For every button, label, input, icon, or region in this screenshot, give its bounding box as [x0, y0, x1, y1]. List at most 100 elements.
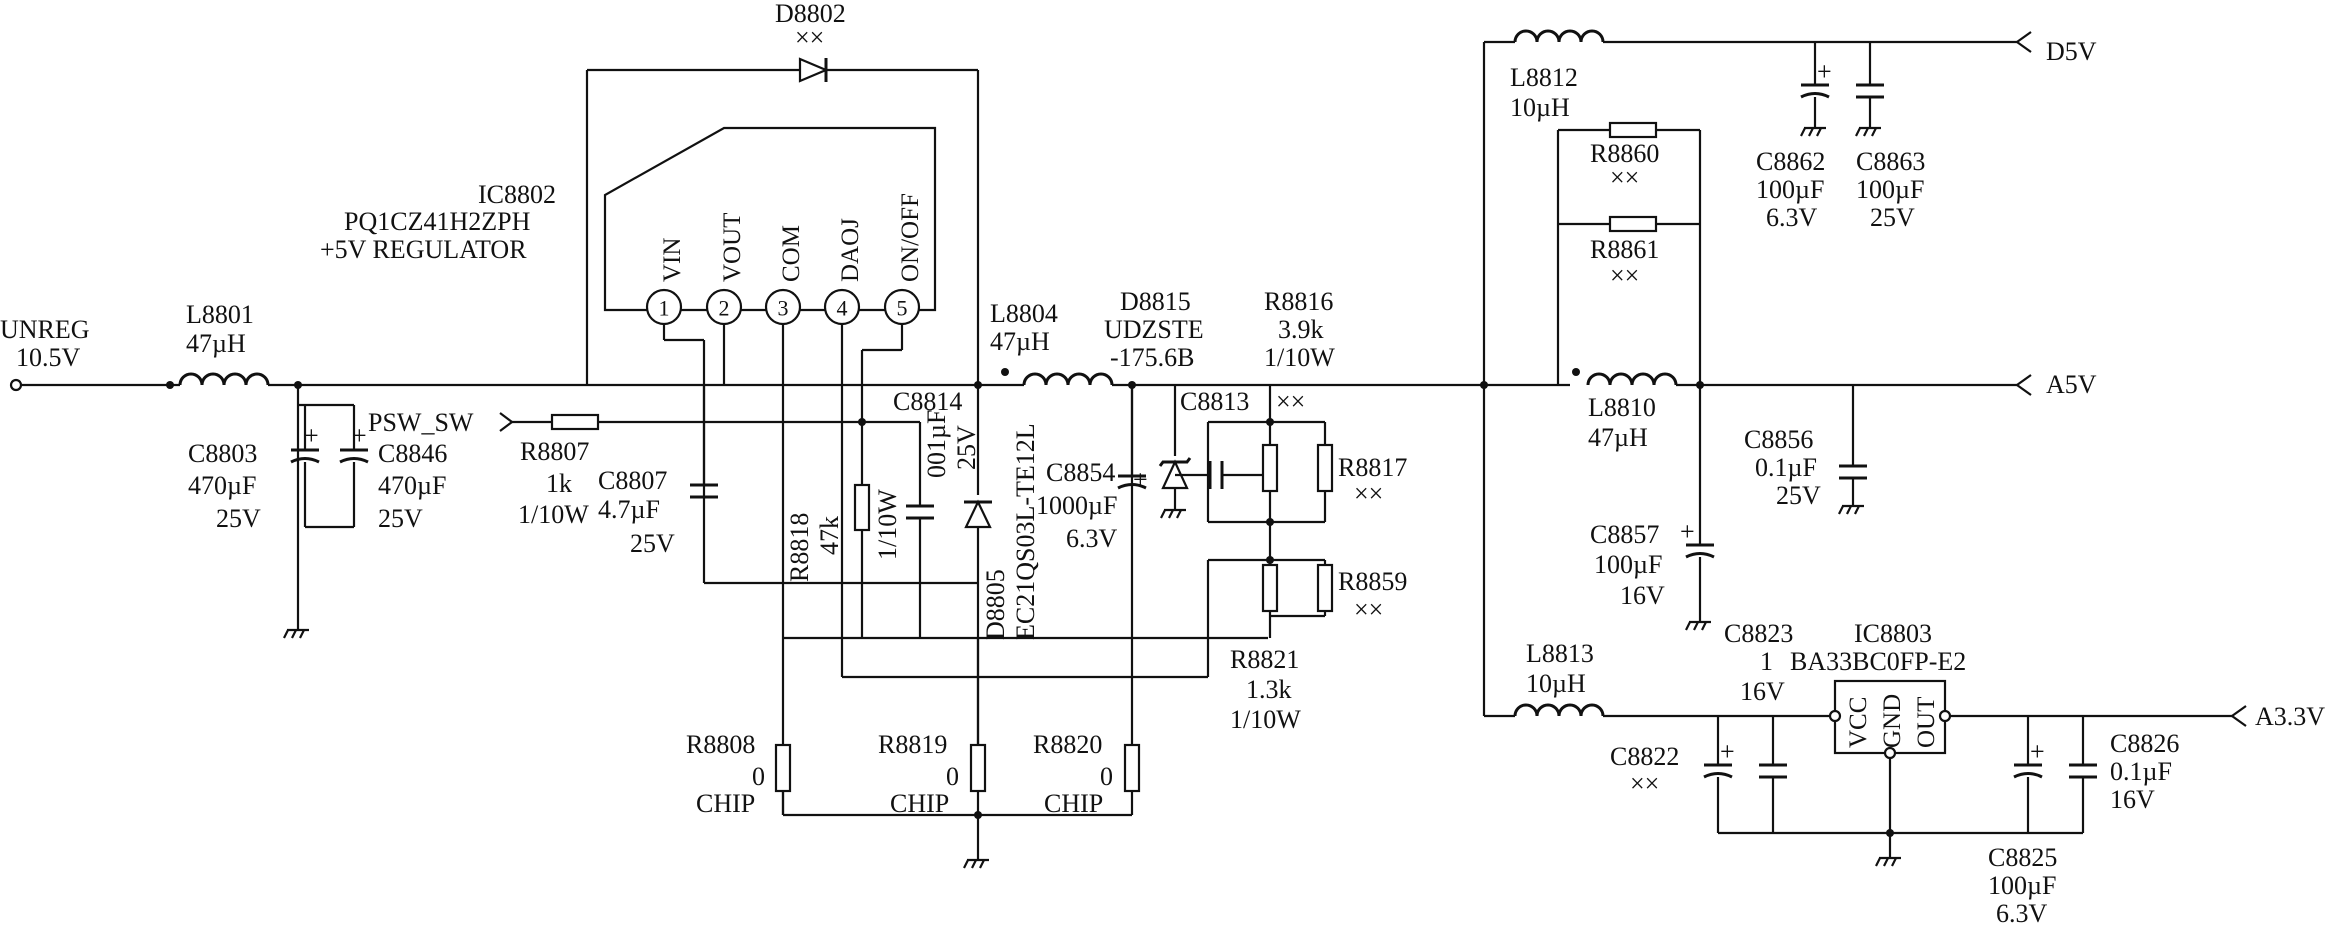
diode-D8802 — [798, 57, 829, 83]
L8810-value: 47µH — [1588, 423, 1648, 452]
svg-text:+: + — [352, 421, 367, 450]
R8818-value: 47k — [815, 516, 844, 555]
R8820-value: 0 — [1100, 762, 1113, 791]
svg-text:+: + — [1680, 517, 1695, 546]
R8859-ref: R8859 — [1338, 567, 1407, 596]
ground-icon — [1874, 846, 1903, 868]
R8817-value: ×× — [1354, 479, 1383, 508]
C8863-ref: C8863 — [1856, 147, 1925, 176]
a5v-filter: + — [1556, 121, 2032, 632]
R8860-ref: R8860 — [1590, 139, 1659, 168]
C8846-ref: C8846 — [378, 439, 447, 468]
unreg-terminal — [9, 378, 23, 392]
C8803-ref: C8803 — [188, 439, 257, 468]
pin-label-vin: VIN — [659, 238, 686, 282]
R8807-value: 1k — [546, 469, 572, 498]
D8815-part: UDZSTE — [1104, 315, 1204, 344]
svg-text:2: 2 — [719, 296, 730, 321]
diode-D8802-loop — [585, 57, 980, 385]
resistor-R8860 — [1608, 121, 1658, 139]
a5v-label: A5V — [2046, 370, 2097, 399]
unreg-voltage: 10.5V — [16, 343, 81, 372]
psw-sw-branch — [499, 412, 866, 432]
R8817-ref: R8817 — [1338, 453, 1407, 482]
pin-label-daoj: DAOJ — [837, 218, 864, 282]
C8846-value: 470µF — [378, 471, 446, 500]
IC8802-description: +5V REGULATOR — [320, 235, 527, 264]
C8825-value: 100µF — [1988, 871, 2056, 900]
C8807-value: 4.7µF — [598, 495, 660, 524]
C8854-ref: C8854 — [1046, 458, 1115, 487]
ic8802-package — [603, 126, 937, 312]
a5v-connector — [2015, 374, 2032, 396]
R8808-ref: R8808 — [686, 730, 755, 759]
C8856-ref: C8856 — [1744, 425, 1813, 454]
C8856-value: 0.1µF — [1755, 453, 1817, 482]
D8802-ref: D8802 — [775, 0, 846, 28]
L8801-ref: L8801 — [186, 300, 254, 329]
C8862-ref: C8862 — [1756, 147, 1825, 176]
R8821-watt: 1/10W — [1230, 705, 1301, 734]
R8821-ref: R8821 — [1230, 645, 1299, 674]
C8862-value: 100µF — [1756, 175, 1824, 204]
L8804-value: 47µH — [990, 327, 1050, 356]
pin-label-onoff: ON/OFF — [897, 193, 924, 282]
IC8803-ref: IC8803 — [1854, 619, 1932, 648]
C8863-voltage: 25V — [1870, 203, 1915, 232]
inductor-L8813 — [1513, 703, 1605, 717]
ic8802-pin-wiring — [662, 324, 1268, 815]
R8808-type: CHIP — [696, 789, 755, 818]
C8863-value: 100µF — [1856, 175, 1924, 204]
R8819-value: 0 — [946, 762, 959, 791]
main-rail — [975, 368, 1484, 389]
d5v-label: D5V — [2046, 37, 2097, 66]
resistor-R8819 — [969, 743, 987, 793]
IC8803-part: BA33BC0FP-E2 — [1790, 647, 1966, 676]
capacitor-C8814 — [862, 420, 934, 638]
a33v-section: + + VCC GND OUT — [1484, 679, 2247, 868]
R8808-value: 0 — [752, 762, 765, 791]
C8807-voltage: 25V — [630, 529, 675, 558]
a33v-connector — [2230, 705, 2247, 727]
R8821-value: 1.3k — [1246, 675, 1292, 704]
C8857-ref: C8857 — [1590, 520, 1659, 549]
C8814-value: 001µF — [922, 410, 951, 478]
C8826-value: 0.1µF — [2110, 757, 2172, 786]
C8814-voltage: 25V — [952, 425, 981, 470]
svg-text:+: + — [1817, 57, 1832, 86]
feedback-network — [1206, 385, 1334, 638]
R8860-value: ×× — [1610, 163, 1639, 192]
R8818-ref: R8818 — [785, 513, 814, 582]
L8812-ref: L8812 — [1510, 63, 1578, 92]
C8803-voltage: 25V — [216, 504, 261, 533]
capacitor-C8807 — [690, 385, 718, 499]
R8807-ref: R8807 — [520, 437, 589, 466]
pin-label-vcc: VCC — [1845, 697, 1872, 748]
resistor-R8808 — [774, 743, 792, 793]
C8807-ref: C8807 — [598, 466, 667, 495]
L8813-ref: L8813 — [1526, 639, 1594, 668]
R8819-type: CHIP — [890, 789, 949, 818]
inductor-L8810 — [1586, 372, 1678, 386]
C8862-voltage: 6.3V — [1766, 203, 1818, 232]
R8861-value: ×× — [1610, 261, 1639, 290]
svg-text:5: 5 — [897, 296, 908, 321]
C8822-value: ×× — [1630, 769, 1659, 798]
ground-icon — [1799, 116, 1828, 138]
resistor-R8821 — [1261, 563, 1279, 613]
D8805-ref: D8805 — [981, 569, 1010, 640]
capacitor-C8854: + — [1117, 385, 1148, 494]
ground-icon — [1854, 116, 1883, 138]
C8857-value: 100µF — [1594, 550, 1662, 579]
L8804-ref: L8804 — [990, 299, 1058, 328]
C8825-voltage: 6.3V — [1996, 899, 2048, 926]
resistor-R8817 — [1316, 443, 1334, 493]
resistor-R8818 — [853, 483, 871, 532]
input-section: + + — [9, 372, 975, 640]
IC8802-part: PQ1CZ41H2ZPH — [344, 207, 531, 236]
R8818-watt: 1/10W — [873, 489, 902, 560]
L8801-value: 47µH — [186, 329, 246, 358]
D8802-value: ×× — [795, 23, 824, 52]
R8807-watt: 1/10W — [518, 500, 589, 529]
resistor-R8861 — [1608, 215, 1658, 233]
